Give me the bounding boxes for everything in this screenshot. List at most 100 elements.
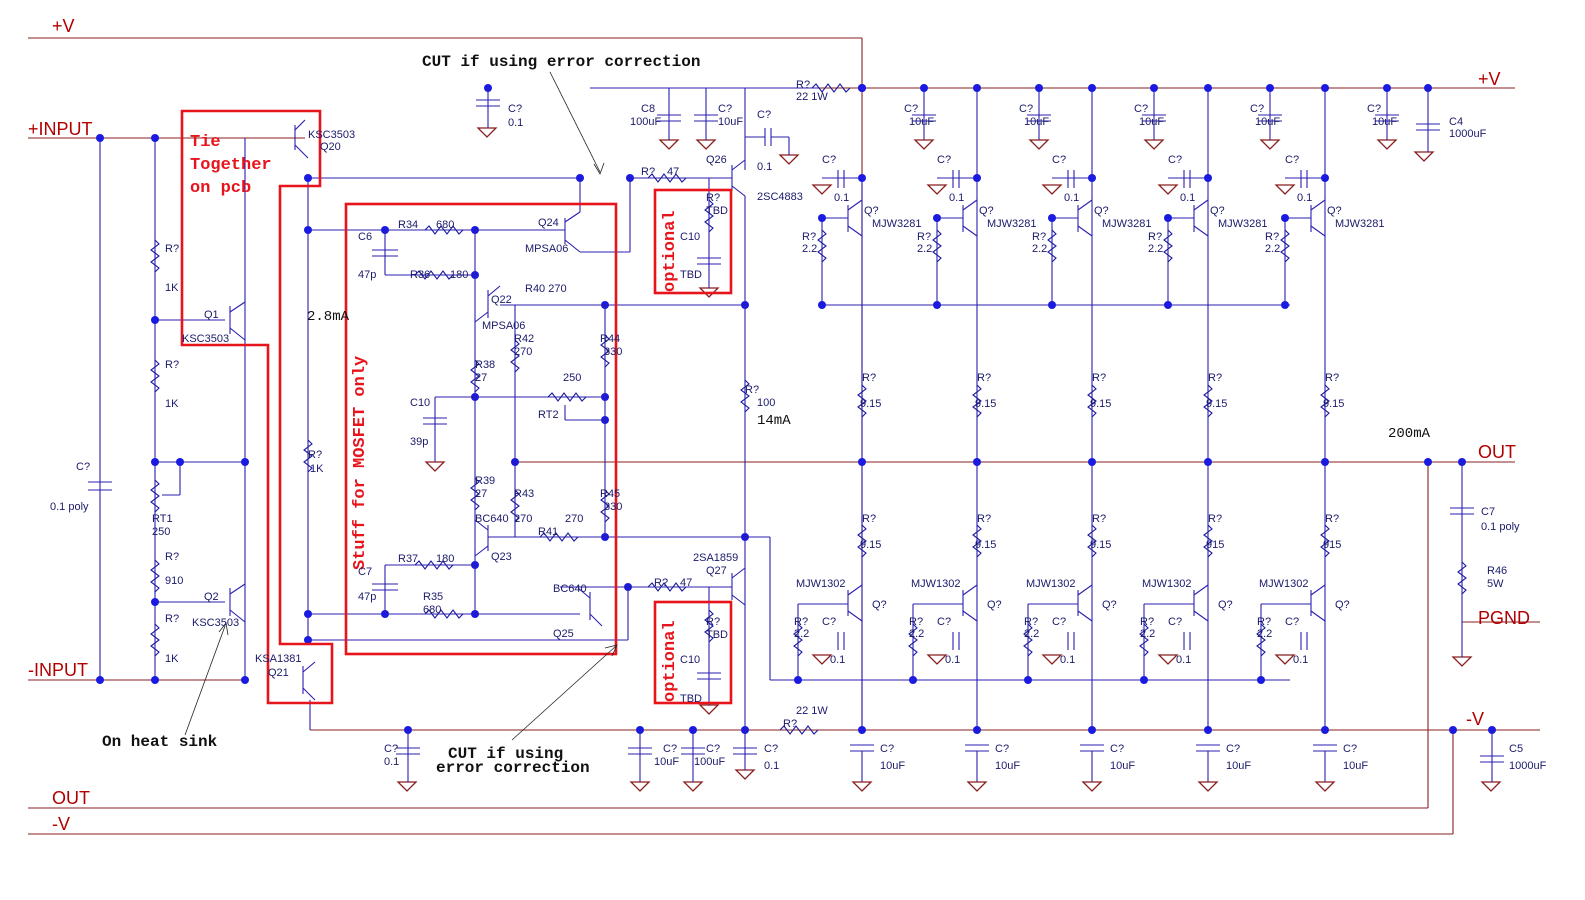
rail-minus-input: -INPUT	[28, 660, 88, 680]
vr-250-val: 250	[563, 372, 581, 384]
c-pre-1-val: 10uF	[718, 116, 743, 128]
q26-ref: Q26	[706, 154, 727, 166]
r-gate-bot-val: 47	[680, 577, 692, 589]
annotation-text: CUT if using error correction CUT if usi…	[102, 53, 1431, 777]
r40-label: R40 270	[525, 283, 567, 295]
r34-val: 680	[436, 219, 454, 231]
stage-cap-top-ref: C?	[1250, 103, 1264, 115]
c-bot-3-ref: C?	[706, 743, 720, 755]
current-14ma: 14mA	[757, 413, 791, 429]
junction-dot	[1150, 84, 1158, 92]
c10-top-ref: C10	[680, 231, 700, 243]
r37-ref: R37	[398, 553, 418, 565]
output-network	[1416, 88, 1504, 782]
c10-top-val: TBD	[680, 269, 702, 281]
ground-icon	[1041, 654, 1063, 665]
stage-c-small-b-ref: C?	[1052, 616, 1066, 628]
driver-stage	[372, 178, 745, 640]
output-column-5	[1256, 84, 1399, 792]
stage-re-top-ref: R?	[1092, 372, 1106, 384]
stage-rb-top-val: 2.2	[917, 243, 932, 255]
r-bias-2-ref: R?	[165, 359, 179, 371]
current-200ma: 200mA	[1388, 426, 1431, 442]
r41-val: 270	[565, 513, 583, 525]
base-resistor-top	[1280, 229, 1290, 263]
stage-q-bot-type: MJW1302	[911, 578, 961, 590]
stage-c-small-b-val: 0.1	[1176, 654, 1191, 666]
junction-dot	[1257, 676, 1265, 684]
stage-q-top-ref: Q?	[1210, 205, 1225, 217]
r42-val: 270	[514, 346, 532, 358]
stage-re-top-ref: R?	[1325, 372, 1339, 384]
c10-bot-ref: C10	[680, 654, 700, 666]
stage-re-top-ref: R?	[862, 372, 876, 384]
junction-dot	[858, 84, 866, 92]
junction-dot	[818, 301, 826, 309]
c7-mid-val: 47p	[358, 591, 376, 603]
transistor-emitter-bottom	[1310, 584, 1326, 596]
rail-labels: +V +V +INPUT -INPUT OUT PGND -V OUT -V	[28, 16, 1530, 834]
c10-mid-ref: C10	[410, 397, 430, 409]
r41-ref: R41	[538, 526, 558, 538]
stage-rb-bot-ref: R?	[1140, 616, 1154, 628]
stage-q-bot-type: MJW1302	[1026, 578, 1076, 590]
stage-re-bot-val: 915	[1206, 539, 1224, 551]
stage-re-top-val: 9.15	[1206, 398, 1227, 410]
stage-rb-top-ref: R?	[1148, 231, 1162, 243]
output-column-4	[1139, 84, 1282, 792]
stage-cap-bot-ref: C?	[1343, 743, 1357, 755]
r-supply-top-ref: R?	[796, 79, 810, 91]
junction-dot	[1266, 84, 1274, 92]
output-columns-repeat	[794, 84, 1399, 792]
junction-dot	[1088, 84, 1096, 92]
stage-c-small-b-val: 0.1	[1293, 654, 1308, 666]
stage-re-top-ref: R?	[1208, 372, 1222, 384]
r42-ref: R42	[514, 333, 534, 345]
stage-cap-top-val: 10uF	[1024, 116, 1049, 128]
ground-icon	[926, 654, 948, 665]
q2-type: KSC3503	[192, 617, 239, 629]
stage-c-small-b-val: 0.1	[830, 654, 845, 666]
q2-ref: Q2	[204, 591, 219, 603]
stage-c-small-b-ref: C?	[937, 616, 951, 628]
stage-cap-top-ref: C?	[1367, 103, 1381, 115]
stage-rb-bot-ref: R?	[1257, 616, 1271, 628]
c10-bot-val: TBD	[680, 693, 702, 705]
r45-val: 330	[604, 501, 622, 513]
ground-icon	[926, 184, 948, 195]
junction-dot	[818, 214, 826, 222]
ground-icon	[1274, 184, 1296, 195]
stage-cap-top-ref: C?	[904, 103, 918, 115]
ground-icon	[1041, 184, 1063, 195]
stage-re-top-val: 9.15	[1323, 398, 1344, 410]
junction-dot	[1204, 174, 1212, 182]
q24-ref: Q24	[538, 217, 559, 229]
r-bias-4-val: 1K	[310, 463, 324, 475]
stage-cap-bot-val: 10uF	[1226, 760, 1251, 772]
r-opt-top-ref: R?	[706, 192, 720, 204]
c-bot-2-val: 10uF	[654, 756, 679, 768]
ground-icon	[1197, 781, 1219, 792]
emitter-resistor-top	[1320, 384, 1330, 418]
q20-type: KSC3503	[308, 129, 355, 141]
stage-re-top-val: 9.15	[975, 398, 996, 410]
stage-cap-top-ref: C?	[1019, 103, 1033, 115]
c7-out-ref: C7	[1481, 506, 1495, 518]
stage-re-bot-val: 9.15	[975, 539, 996, 551]
stage-q-top-type: MJW3281	[1102, 218, 1152, 230]
stage-rb-bot-val: 2.2	[794, 628, 809, 640]
c-bot-4-ref: C?	[764, 743, 778, 755]
stage-cap-bot-val: 10uF	[995, 760, 1020, 772]
stage-q-top-type: MJW3281	[987, 218, 1037, 230]
emitter-resistor-bottom	[1087, 524, 1097, 558]
emitter-resistor-bottom	[1320, 524, 1330, 558]
c-input-ref: C?	[76, 461, 90, 473]
r38-val: 27	[475, 372, 487, 384]
heat-sink-note: On heat sink	[102, 733, 218, 751]
stage-c-small-ref: C?	[937, 154, 951, 166]
junction-dot	[973, 726, 981, 734]
junction-dot	[973, 84, 981, 92]
transistor-collector-bottom	[1310, 610, 1326, 622]
component-labels: KSC3503 Q20 Q1 KSC3503 Q2 KSC3503 KSA138…	[50, 79, 1547, 772]
emitter-resistor-top	[972, 384, 982, 418]
